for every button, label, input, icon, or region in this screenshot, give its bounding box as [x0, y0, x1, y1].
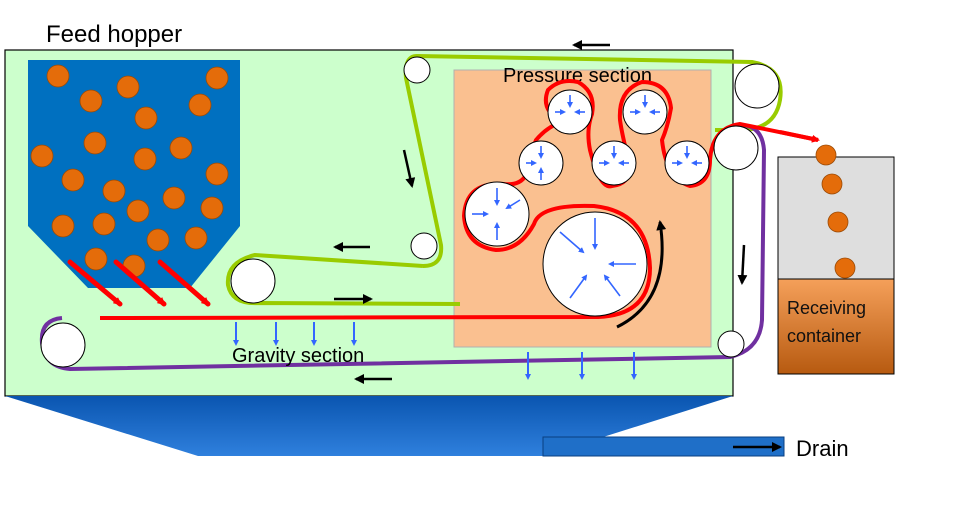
direction-arrow [402, 149, 416, 188]
sludge-particle [61, 168, 85, 192]
sludge-particle [126, 199, 150, 223]
sludge-particle [79, 89, 103, 113]
pressure-roller [547, 89, 593, 135]
feed-arrow [67, 259, 123, 307]
discharge-arrow [779, 130, 820, 143]
pressure-roller [518, 140, 564, 186]
sludge-particle [169, 136, 193, 160]
roller-top-left [403, 56, 431, 84]
sludge-particle [184, 226, 208, 250]
feed-hopper [28, 60, 240, 288]
roller-top-right [734, 63, 780, 109]
pressure-roller [591, 140, 637, 186]
feed-hopper-label: Feed hopper [46, 21, 182, 48]
sludge-particle [134, 106, 158, 130]
sludge-particle [51, 214, 75, 238]
pressure-arrows [472, 95, 702, 299]
roller-inner-small [410, 232, 438, 260]
sludge-particle [92, 212, 116, 236]
sludge-particle [200, 196, 224, 220]
feed-arrow [157, 259, 211, 307]
roller-mid-right [713, 125, 759, 171]
gravity-section-label: Gravity section [232, 345, 364, 367]
receiving-container-label-line1: Receiving [787, 298, 866, 318]
drain-label: Drain [796, 436, 849, 461]
sludge-particle [205, 162, 229, 186]
sludge-particle [146, 228, 170, 252]
feed-arrow [113, 259, 167, 307]
cake-particle [815, 144, 837, 166]
press-belt [99, 79, 819, 320]
sludge-particle [83, 131, 107, 155]
sludge-particle [188, 93, 212, 117]
feed-arrows [67, 259, 211, 307]
pressure-roller [622, 89, 668, 135]
sludge-particle [46, 64, 70, 88]
pressure-rollers [464, 89, 710, 317]
roller-left-green [230, 258, 276, 304]
belt-direction-arrows [333, 40, 748, 384]
sludge-particle [133, 147, 157, 171]
pressure-roller [464, 181, 530, 247]
cake-particle [821, 173, 843, 195]
cake-particle [827, 211, 849, 233]
sludge-particles [30, 64, 229, 278]
cake-particle [834, 257, 856, 279]
pressure-roller-large [542, 211, 648, 317]
sludge-particle [162, 186, 186, 210]
sludge-particle [205, 66, 229, 90]
direction-arrow [737, 244, 748, 285]
receiving-container-label-line2: container [787, 326, 861, 346]
sludge-particle [102, 179, 126, 203]
rotation-arrow [616, 220, 667, 329]
falling-cake [815, 144, 856, 279]
pressure-section-label: Pressure section [503, 65, 652, 87]
rollers [40, 56, 780, 368]
sludge-particle [116, 75, 140, 99]
sludge-particle [84, 247, 108, 271]
roller-left-purple [40, 322, 86, 368]
gravity-filtrate-arrows [233, 322, 637, 380]
drain-pipe [542, 436, 785, 457]
receiving-container-lower [777, 278, 895, 375]
sludge-particle [30, 144, 54, 168]
roller-bottom-right [717, 330, 745, 358]
pressure-roller [664, 140, 710, 186]
